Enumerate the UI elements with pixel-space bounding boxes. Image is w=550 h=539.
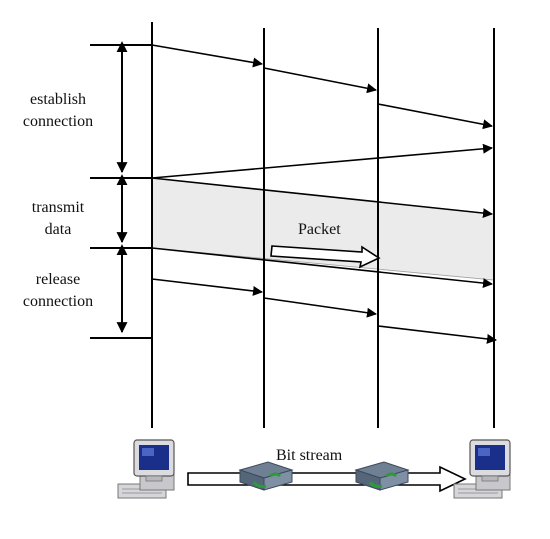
release-arrow-3	[377, 325, 497, 344]
router-icon	[238, 461, 294, 491]
router-icon	[354, 461, 410, 491]
bit-stream-arrow	[187, 465, 467, 493]
release-arrow-2	[263, 297, 377, 318]
packet-label: Packet	[298, 221, 341, 238]
release-arrow-1	[151, 278, 263, 296]
establish-arrow-3	[377, 103, 493, 130]
transmit-label-line2: data	[45, 221, 72, 238]
packet-arrow	[270, 245, 381, 269]
transmit-bottom-arrow	[151, 247, 493, 289]
establish-label-line2: connection	[23, 113, 93, 130]
timelines	[151, 22, 495, 428]
release-label-line2: connection	[23, 293, 93, 310]
release-label-line1: release	[36, 271, 80, 288]
transmit-top-arrow	[151, 177, 493, 219]
establish-arrow-2	[263, 67, 377, 94]
bit-stream-label: Bit stream	[276, 447, 343, 464]
establish-label-line1: establish	[30, 91, 86, 108]
ack-arrow	[151, 143, 493, 179]
computer-icon	[453, 439, 511, 499]
transmit-label-line1: transmit	[32, 199, 85, 216]
computer-icon	[117, 439, 175, 499]
establish-arrow-1	[151, 44, 263, 68]
